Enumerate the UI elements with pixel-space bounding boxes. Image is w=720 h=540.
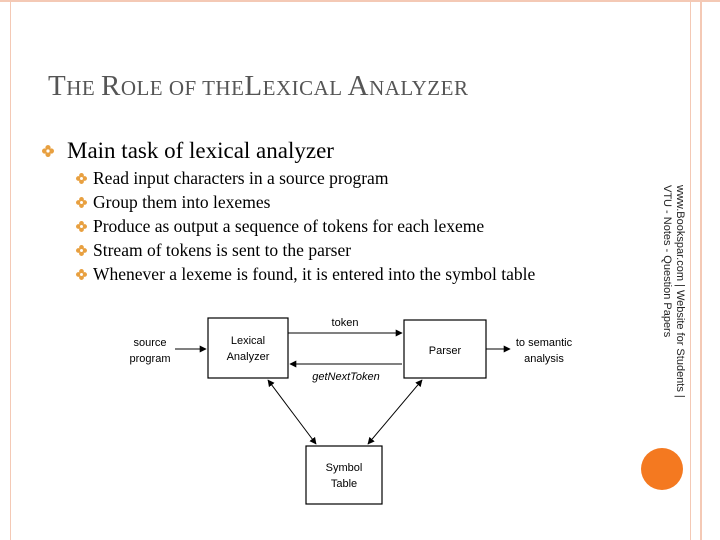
main-bullet-text: Main task of lexical analyzer (67, 138, 334, 163)
flower-bullet-icon (76, 172, 87, 184)
slide-title: THE ROLE OF THELEXICAL ANALYZER (48, 70, 469, 102)
lexical-analyzer-label-1: Lexical (231, 335, 265, 347)
symbol-table-box (305, 445, 383, 505)
semantic-label-2: analysis (524, 353, 564, 365)
list-item: Whenever a lexeme is found, it is entere… (76, 262, 535, 286)
lexer-symbol-arrow (267, 379, 317, 445)
source-label-1: source (133, 337, 166, 349)
list-item: Stream of tokens is sent to the parser (76, 238, 535, 262)
parser-symbol-arrow (367, 379, 423, 445)
lexical-analyzer-label-2: Analyzer (227, 351, 270, 363)
semantic-label-1: to semantic (516, 337, 573, 349)
right-rail-inner (690, 0, 691, 540)
flower-bullet-icon (76, 244, 87, 256)
top-border (0, 0, 720, 2)
symbol-table-label-2: Table (331, 478, 357, 490)
sub-bullet-text: Produce as output a sequence of tokens f… (93, 215, 485, 236)
sub-bullet-text: Group them into lexemes (93, 191, 271, 212)
flower-bullet-icon (76, 220, 87, 232)
sub-bullet-text: Whenever a lexeme is found, it is entere… (93, 263, 536, 284)
list-item: Group them into lexemes (76, 190, 535, 214)
list-item: Produce as output a sequence of tokens f… (76, 214, 535, 238)
main-bullet: Main task of lexical analyzer (42, 138, 334, 164)
source-label-2: program (130, 353, 170, 365)
lexical-analyzer-diagram: source program Lexical Analyzer token ge… (130, 317, 573, 505)
decorative-orange-circle (641, 448, 683, 490)
right-rail-outer (700, 0, 702, 540)
list-item: Read input characters in a source progra… (76, 166, 535, 190)
side-note: www.Bookspar.com | Website for Students … (661, 185, 686, 415)
flower-bullet-icon (42, 145, 54, 157)
token-label: token (332, 317, 359, 329)
flower-bullet-icon (76, 268, 87, 280)
sub-bullet-list: Read input characters in a source progra… (76, 166, 535, 286)
get-next-token-label: getNextToken (312, 371, 379, 383)
side-note-text: www.Bookspar.com | Website for Students … (661, 185, 686, 398)
parser-box (403, 319, 487, 379)
sub-bullet-text: Stream of tokens is sent to the parser (93, 239, 352, 260)
left-rail (10, 0, 11, 540)
flower-bullet-icon (76, 196, 87, 208)
lexical-analyzer-box (207, 317, 289, 379)
parser-label: Parser (429, 345, 462, 357)
sub-bullet-text: Read input characters in a source progra… (93, 167, 389, 188)
symbol-table-label-1: Symbol (326, 462, 363, 474)
